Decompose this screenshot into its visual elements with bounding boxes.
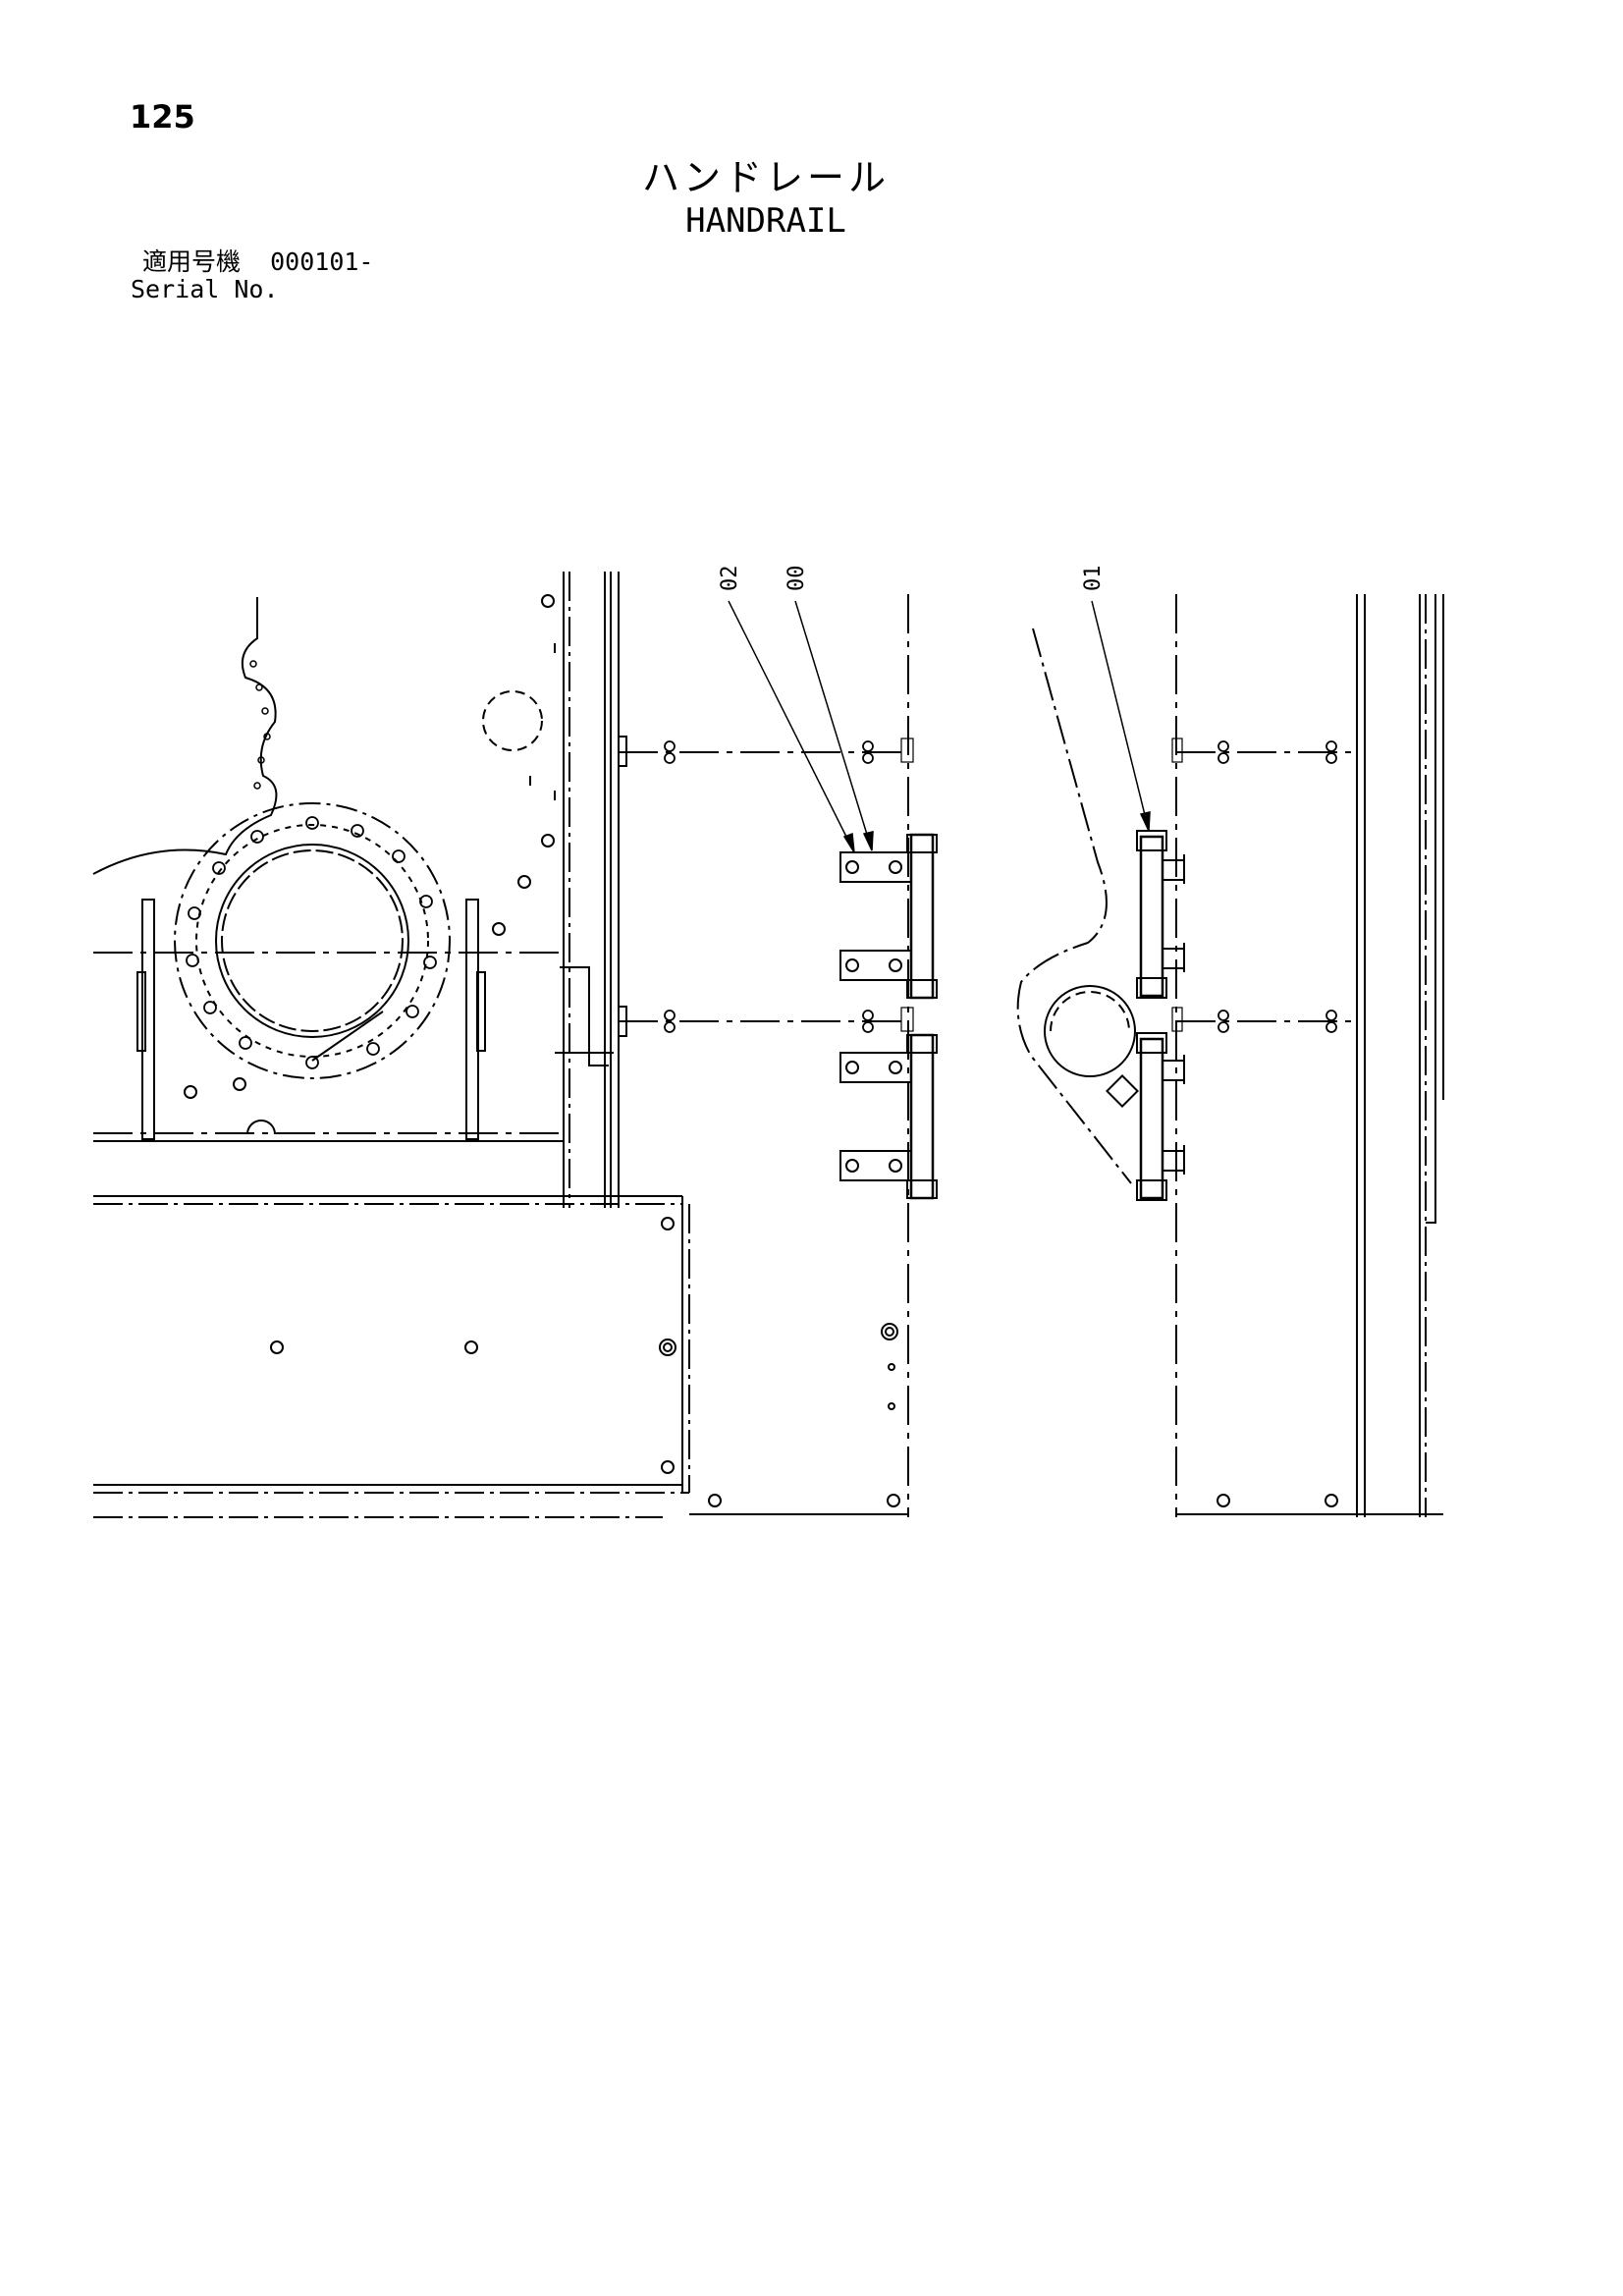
side-handrail-end-cap [1136, 1179, 1167, 1201]
callout-leader-01 [1091, 600, 1150, 832]
small-hole [184, 1085, 197, 1099]
handrail-bar [909, 833, 935, 1000]
arm-boss-arc [1050, 991, 1130, 1032]
frame-hole [541, 594, 555, 608]
frame-hole [517, 875, 531, 889]
callout-label-01: 01 [1081, 566, 1106, 592]
callout-leader-00 [794, 600, 873, 851]
arm-outline [1016, 628, 1132, 1184]
page-title-english: HANDRAIL [685, 201, 846, 241]
serial-label-japanese: 適用号機 [142, 247, 242, 276]
box-hole [270, 1340, 284, 1354]
side-handrail-end-cap [1136, 977, 1167, 999]
handrail-lower [839, 1033, 938, 1200]
side-handrail-bar [1139, 1037, 1164, 1200]
box-hole [659, 1339, 676, 1356]
half-circle-cutout [246, 1120, 276, 1135]
ring-flange-diagonal [311, 1011, 384, 1062]
small-clip [1171, 1007, 1183, 1032]
left-frame-assembly [92, 572, 690, 1518]
ring-flange-bolt-holes [186, 816, 437, 1069]
handrail-end-cap [906, 1034, 938, 1054]
side-frame-step [1426, 1100, 1436, 1224]
box-hole [663, 1342, 673, 1352]
ring-flange-bore [215, 844, 409, 1038]
side-plate-hole [1217, 1494, 1230, 1507]
frame-step [560, 966, 609, 1066]
handrail-bracket [839, 851, 912, 883]
side-handrail-bar [1139, 835, 1164, 998]
plate-hole [708, 1494, 722, 1507]
small-hole [233, 1077, 246, 1091]
side-handrail-lower [1136, 1032, 1185, 1201]
handrail-upper [839, 833, 938, 1000]
serial-value: 000101- [270, 247, 374, 276]
side-handrail-end-cap [1136, 830, 1167, 851]
side-bolt-pairs [1217, 740, 1337, 1033]
arm-pad [1106, 1074, 1139, 1108]
gear-outline [92, 597, 278, 875]
plate-hole [885, 1327, 894, 1337]
handrail-bracket [839, 1052, 912, 1083]
right-side-view [1016, 594, 1444, 1517]
page-title-japanese: ハンドレール [641, 156, 890, 199]
ring-flange-bore-inner [221, 849, 404, 1032]
box-hole [661, 1460, 675, 1474]
plate-hole [888, 1363, 895, 1371]
handrail-end-cap [906, 979, 938, 999]
handrail-end-cap [906, 1179, 938, 1199]
callout-label-02: 02 [718, 566, 742, 592]
handrail-bracket [839, 1150, 912, 1181]
gear-edge-holes [249, 660, 271, 790]
plate-hole [881, 1323, 898, 1340]
arm-boss [1044, 985, 1136, 1077]
callout-label-00: 00 [784, 566, 809, 592]
callout-leader-02 [728, 600, 855, 853]
callout-leaders [728, 600, 1151, 853]
frame-hole [492, 922, 506, 936]
serial-label-english: Serial No. [131, 275, 279, 303]
box-hole [661, 1217, 675, 1230]
dashed-circle [482, 690, 543, 751]
page-number: 125 [130, 98, 195, 136]
box-hole [464, 1340, 478, 1354]
middle-handrail-assembly [619, 594, 938, 1517]
left-post [141, 899, 155, 1140]
side-handrail-end-cap [1136, 1032, 1167, 1054]
bolt-pairs [664, 740, 874, 1033]
serial-block: 適用号機 000101-Serial No. [131, 247, 374, 303]
plate-hole [888, 1402, 895, 1410]
right-post-bracket [476, 971, 486, 1052]
small-clip [1171, 738, 1183, 763]
handrail-end-cap [906, 834, 938, 853]
plate-hole [887, 1494, 900, 1507]
side-handrail-upper [1136, 830, 1185, 999]
ring-flange-outer [174, 802, 451, 1079]
frame-hole [541, 834, 555, 847]
handrail-bracket [839, 950, 912, 981]
handrail-bar [909, 1033, 935, 1200]
side-plate-hole [1325, 1494, 1338, 1507]
left-post-bracket [136, 971, 146, 1052]
